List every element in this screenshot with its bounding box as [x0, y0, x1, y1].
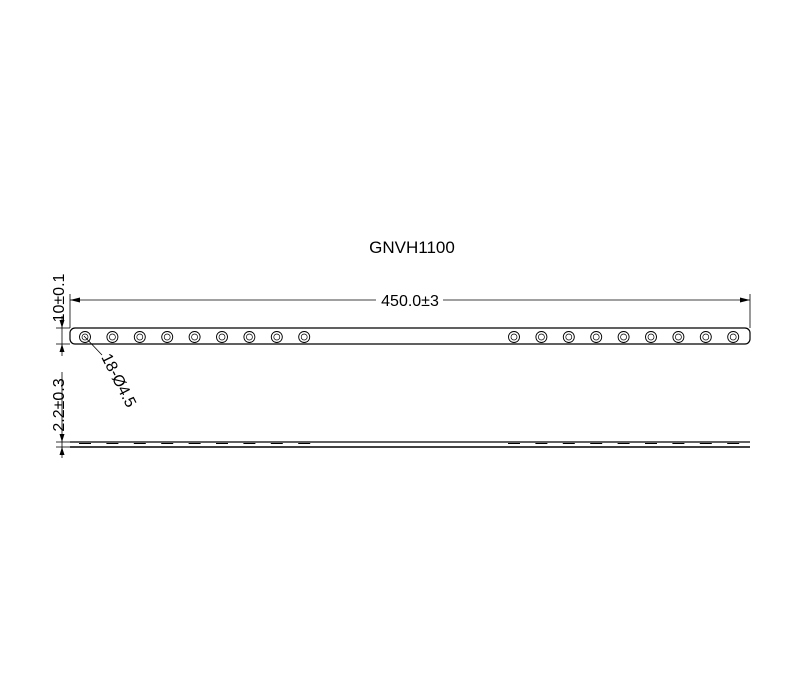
- thickness-arrow-bottom: [59, 447, 65, 455]
- mounting-hole-inner: [218, 333, 226, 341]
- mounting-hole-outer: [106, 331, 119, 343]
- hole-callout-label: 18-Ø4.5: [97, 351, 138, 410]
- mounting-hole-outer: [699, 331, 712, 343]
- mounting-hole-inner: [300, 333, 308, 341]
- thickness-dimension-label: 2.2±0.3: [51, 378, 68, 431]
- mounting-holes: [79, 331, 740, 343]
- mounting-hole-inner: [109, 333, 116, 341]
- mounting-hole-inner: [538, 333, 545, 341]
- mounting-hole-inner: [273, 333, 281, 341]
- mounting-hole-outer: [133, 331, 146, 343]
- strip-top-view-outline: [69, 327, 751, 345]
- width-arrow-bottom: [59, 344, 65, 352]
- part-number-title: GNVH1100: [369, 238, 455, 257]
- mounting-hole-inner: [647, 333, 655, 341]
- mounting-hole-outer: [188, 331, 201, 343]
- length-arrow-right: [740, 297, 750, 303]
- mounting-hole-outer: [645, 331, 657, 343]
- hole-callout-leader: [83, 335, 103, 356]
- mounting-hole-inner: [592, 333, 600, 341]
- length-arrow-left: [70, 297, 80, 303]
- mounting-hole-outer: [298, 331, 311, 343]
- mounting-hole-inner: [163, 333, 171, 341]
- mounting-hole-outer: [562, 331, 575, 343]
- mounting-hole-outer: [216, 331, 228, 343]
- mounting-hole-outer: [617, 331, 630, 343]
- mounting-hole-outer: [590, 331, 603, 343]
- mounting-hole-inner: [729, 333, 737, 341]
- mounting-hole-inner: [565, 333, 573, 341]
- mounting-hole-outer: [243, 331, 256, 343]
- mounting-hole-inner: [246, 333, 253, 341]
- thickness-arrow-top: [59, 434, 65, 442]
- mounting-hole-inner: [136, 333, 144, 341]
- mounting-hole-outer: [270, 331, 283, 343]
- mounting-hole-outer: [79, 331, 91, 343]
- width-arrow-top: [59, 320, 65, 328]
- mounting-hole-outer: [727, 331, 740, 343]
- mounting-hole-inner: [191, 333, 198, 341]
- length-dimension-label: 450.0±3: [381, 293, 439, 310]
- mounting-hole-inner: [675, 333, 682, 341]
- mounting-hole-outer: [672, 331, 685, 343]
- mounting-hole-inner: [81, 333, 89, 341]
- mounting-hole-outer: [508, 331, 520, 343]
- mounting-hole-outer: [161, 331, 174, 343]
- mounting-hole-inner: [620, 333, 627, 341]
- mounting-hole-outer: [535, 331, 548, 343]
- width-dimension-label: 10±0.1: [51, 273, 68, 322]
- mounting-hole-inner: [510, 333, 518, 341]
- mounting-hole-inner: [702, 333, 710, 341]
